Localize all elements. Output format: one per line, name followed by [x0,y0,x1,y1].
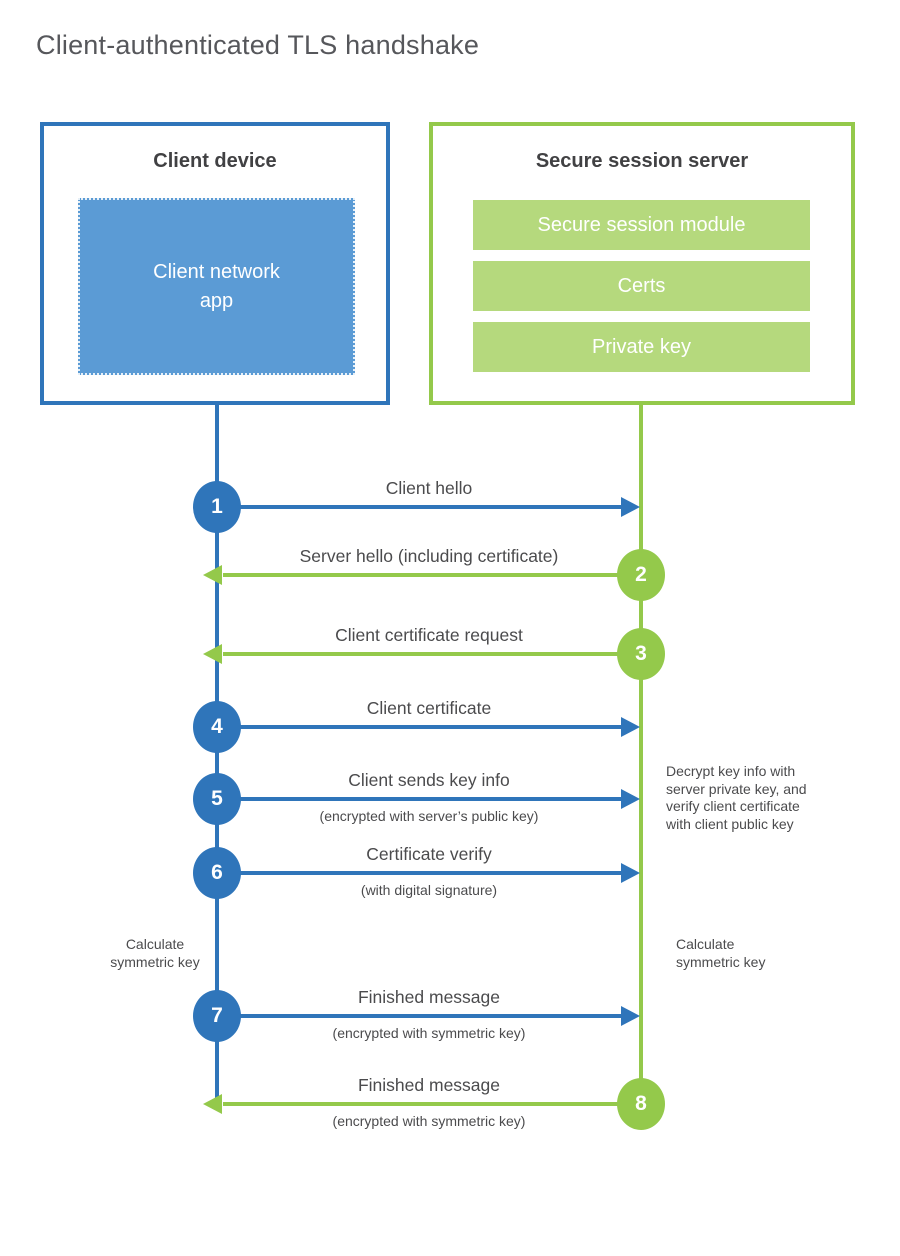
message-label: Client certificate request [335,625,523,645]
arrow-shaft [217,505,623,509]
client-device-box: Client device Client network app [40,122,390,405]
message-label: Client certificate [366,698,492,718]
arrow-shaft [223,652,641,656]
client-network-app-box: Client network app [78,198,355,375]
message-label: Client sends key info [348,770,510,790]
secure-session-server-title: Secure session server [535,150,749,172]
arrow-shaft [223,573,641,577]
server-module-private-key: Private key [473,322,810,372]
message-sublabel: (with digital signature) [360,882,498,898]
message-label: Certificate verify [366,844,492,864]
message-label: Finished message [357,987,501,1007]
arrow-shaft [223,1102,641,1106]
message-sublabel: (encrypted with symmetric key) [332,1113,526,1129]
arrowhead-left-icon [203,644,222,664]
arrowhead-right-icon [621,497,640,517]
step-circle: 8 [617,1078,665,1130]
step-circle: 5 [193,773,241,825]
step-circle: 1 [193,481,241,533]
step-circle: 4 [193,701,241,753]
message-sublabel: (encrypted with symmetric key) [332,1025,526,1041]
arrowhead-right-icon [621,1006,640,1026]
step-circle: 6 [193,847,241,899]
arrow-shaft [217,1014,623,1018]
calculate-symmetric-key-note-client: Calculate symmetric key [110,936,200,970]
step-circle: 7 [193,990,241,1042]
server-module-certs: Certs [473,261,810,311]
message-label: Server hello (including certificate) [299,546,559,566]
arrowhead-left-icon [203,565,222,585]
arrowhead-left-icon [203,1094,222,1114]
arrowhead-right-icon [621,789,640,809]
message-label: Finished message [357,1075,501,1095]
secure-session-server-box: Secure session server Secure session mod… [429,122,855,405]
server-lifeline [639,404,643,1104]
arrow-shaft [217,797,623,801]
server-module-secure-session: Secure session module [473,200,810,250]
arrowhead-right-icon [621,863,640,883]
message-label: Client hello [385,478,473,498]
arrow-shaft [217,871,623,875]
step-circle: 3 [617,628,665,680]
message-sublabel: (encrypted with server’s public key) [319,808,539,824]
client-lifeline [215,404,219,1104]
step-circle: 2 [617,549,665,601]
decrypt-key-note: Decrypt key info with server private key… [666,763,807,832]
calculate-symmetric-key-note-server: Calculate symmetric key [676,936,766,970]
arrow-shaft [217,725,623,729]
client-network-app-label: Client network app [153,260,280,312]
page-title: Client-authenticated TLS handshake [36,30,480,60]
arrowhead-right-icon [621,717,640,737]
client-device-title: Client device [153,150,277,172]
